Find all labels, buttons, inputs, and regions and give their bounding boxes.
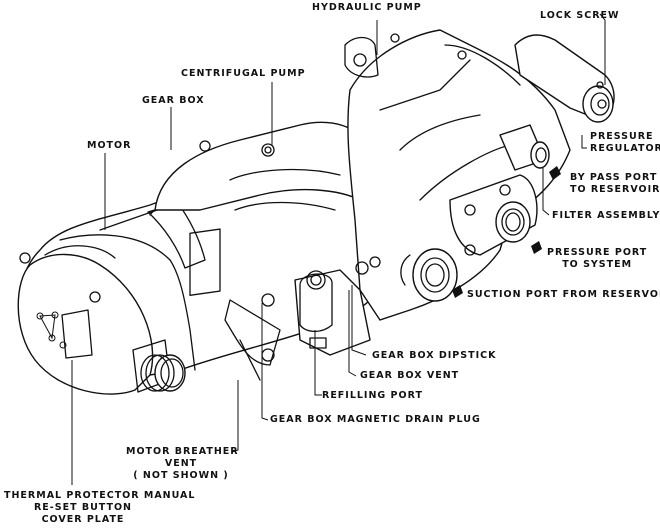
- leader-lines: [71, 13, 606, 485]
- label-line: MOTOR BREATHER: [126, 446, 239, 457]
- filter-assembly-body: [499, 124, 550, 171]
- label-line: TO RESERVOIR: [570, 184, 660, 195]
- label-gear-box-dipstick: GEAR BOX DIPSTICK: [372, 350, 497, 361]
- label-line: COVER PLATE: [41, 514, 125, 525]
- label-line: PRESSURE: [590, 131, 654, 142]
- label-line: BY PASS PORT: [570, 172, 658, 183]
- label-suction-port: SUCTION PORT FROM RESERVOIR: [467, 289, 660, 300]
- label-motor: MOTOR: [87, 140, 132, 151]
- label-filter-assembly: FILTER ASSEMBLY: [552, 210, 660, 221]
- label-pressure-port: PRESSURE PORT TO SYSTEM: [547, 247, 647, 271]
- label-line: REGULATOR: [590, 143, 660, 154]
- label-gear-box-vent: GEAR BOX VENT: [360, 370, 460, 381]
- label-line: VENT: [164, 458, 198, 469]
- pressure-port-arrow: [531, 241, 542, 254]
- label-line: ( NOT SHOWN ): [133, 470, 229, 481]
- bypass-port-arrow: [549, 166, 561, 180]
- pressure-regulator-body: [514, 34, 615, 123]
- label-gear-box: GEAR BOX: [142, 95, 205, 106]
- label-lock-screw: LOCK SCREW: [540, 10, 620, 21]
- label-pressure-regulator: PRESSURE REGULATOR: [590, 131, 660, 155]
- motor-end-cap: [17, 245, 154, 395]
- label-line: THERMAL PROTECTOR MANUAL: [4, 490, 196, 501]
- lower-gear-box: [224, 256, 381, 381]
- suction-port-flange: [400, 248, 458, 302]
- electrical-connector: [132, 339, 186, 393]
- label-line: TO SYSTEM: [562, 259, 633, 270]
- label-thermal-protector: THERMAL PROTECTOR MANUAL RE-SET BUTTON C…: [4, 490, 196, 526]
- label-magnetic-drain-plug: GEAR BOX MAGNETIC DRAIN PLUG: [270, 414, 481, 425]
- suction-port-arrow: [452, 285, 463, 298]
- label-refilling-port: REFILLING PORT: [322, 390, 423, 401]
- label-bypass-port: BY PASS PORT TO RESERVOIR: [570, 172, 660, 196]
- label-line: PRESSURE PORT: [547, 247, 648, 258]
- label-hydraulic-pump: HYDRAULIC PUMP: [312, 2, 422, 13]
- label-centrifugal-pump: CENTRIFUGAL PUMP: [181, 68, 306, 79]
- pump-casting: [344, 29, 571, 321]
- pressure-port-flange: [449, 174, 538, 256]
- label-motor-breather-vent: MOTOR BREATHER VENT ( NOT SHOWN ): [126, 446, 239, 482]
- label-line: RE-SET BUTTON: [33, 502, 133, 513]
